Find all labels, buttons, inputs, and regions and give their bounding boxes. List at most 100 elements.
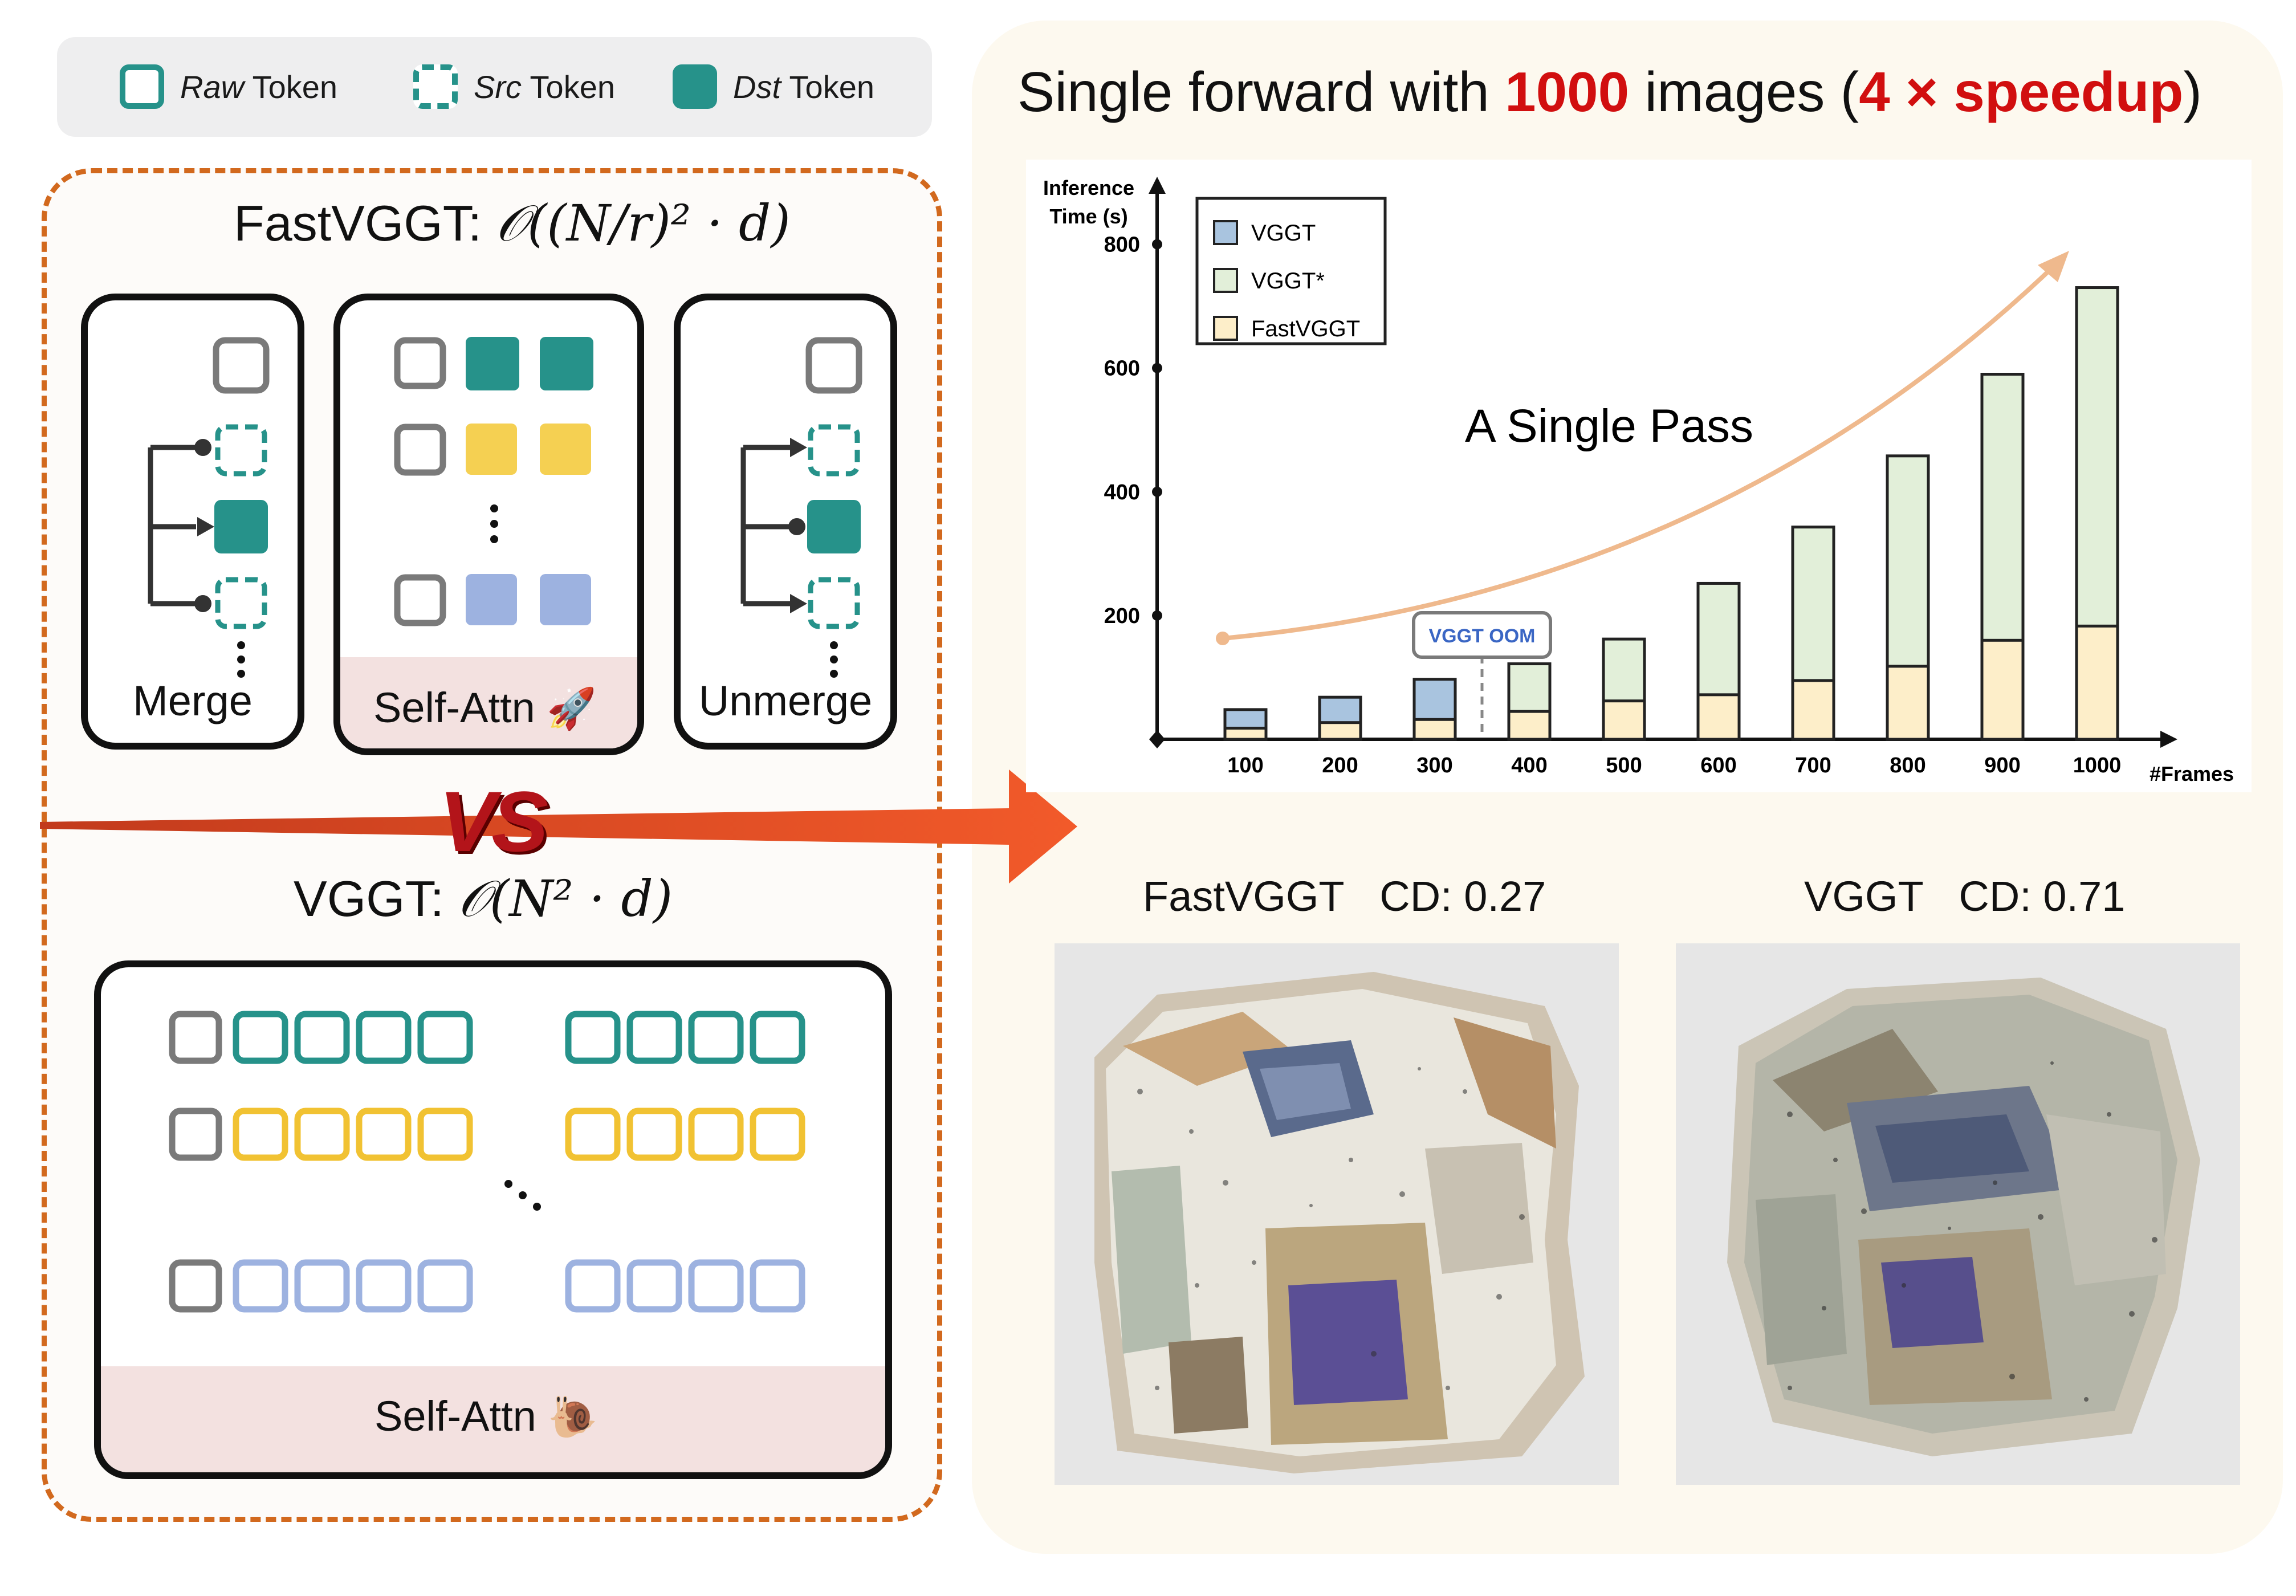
merge-src-token-bottom [215, 577, 267, 629]
unmerge-diagram [740, 337, 862, 678]
vs-label: VS [439, 773, 548, 869]
fast-attn-ellipsis-icon [490, 504, 498, 543]
vggt-title: VGGT: 𝒪(N² · d) [294, 869, 673, 928]
fast-attn-dst-teal-2 [540, 337, 593, 390]
fast-self-attn-box: Self-Attn 🚀 [333, 294, 644, 755]
legend-raw-token: Raw Token [120, 64, 337, 109]
legend-label-1: VGGT* [1251, 268, 1325, 294]
fast-self-attn-band [340, 657, 637, 748]
legend-raw-text: Token [244, 68, 338, 105]
vggt-token-teal-0-2 [356, 1011, 412, 1064]
bar-fastvggt-600 [1696, 693, 1741, 741]
unmerge-dst-token [807, 500, 861, 553]
long-arrow-icon [40, 769, 1077, 883]
vggt-complexity: 𝒪(N² · d) [458, 869, 673, 928]
y-axis-label-line1: Inference [1043, 176, 1134, 199]
single-pass-curve [1222, 266, 2054, 641]
unmerge-arrows [740, 438, 807, 613]
y-tick-label-400: 400 [1104, 481, 1140, 504]
fastvggt-pointcloud-render [1094, 972, 1585, 1473]
vggt-token-yellow-0-1 [294, 1108, 350, 1161]
fast-attn-dst-teal-1 [466, 337, 519, 390]
x-tick-label-500: 500 [1606, 754, 1642, 777]
raw-token-swatch [120, 64, 164, 109]
vggt-raw-token-teal [169, 1011, 222, 1064]
vggt-token-teal-1-0 [565, 1011, 621, 1064]
merge-diagram [148, 337, 270, 678]
oom-label: VGGT OOM [1429, 625, 1536, 647]
curve-start-dot [1216, 632, 1230, 645]
bar-fastvggt-100 [1223, 726, 1268, 741]
curve-arrow-icon [2038, 251, 2069, 282]
fastvggt-title: FastVGGT: 𝒪((N/r)² · d) [234, 194, 791, 253]
headline-speedup: 4 × speedup [1859, 60, 2184, 123]
vggt-token-yellow-0-3 [417, 1108, 473, 1161]
vggt-token-blue-1-3 [750, 1259, 805, 1313]
x-tick-label-800: 800 [1890, 754, 1925, 777]
unmerge-src-token-bottom [808, 577, 860, 629]
vggt-token-blue-1-1 [626, 1259, 682, 1313]
vggt-token-blue-0-3 [417, 1259, 473, 1313]
bar-fastvggt-200 [1318, 721, 1362, 741]
legend-dst-text: Token [781, 68, 874, 105]
vggt-token-yellow-1-2 [688, 1108, 744, 1161]
headline: Single forward with 1000 images (4 × spe… [1017, 60, 2202, 123]
merge-arrows [148, 439, 214, 612]
y-tick-400 [1152, 486, 1162, 497]
y-tick-label-600: 600 [1104, 357, 1140, 381]
legend-swatch-0 [1213, 220, 1238, 245]
legend-swatch-1 [1213, 268, 1238, 293]
fast-attn-dst-yellow-2 [540, 424, 591, 475]
vggt-token-yellow-0-2 [356, 1108, 412, 1161]
vggt-token-blue-0-0 [233, 1259, 288, 1313]
legend-dst-italic: Dst [733, 68, 781, 105]
x-tick-label-400: 400 [1511, 754, 1547, 777]
vggt-pointcloud-image [1676, 943, 2240, 1485]
vggt-self-attn-band [101, 1366, 885, 1472]
src-token-swatch [413, 64, 458, 109]
x-axis-label: #Frames [2150, 762, 2234, 785]
vggt-token-blue-0-2 [356, 1259, 412, 1313]
token-legend: Raw Token Src Token Dst Token [57, 37, 932, 137]
fast-attn-raw-token-2 [394, 424, 446, 476]
y-tick-label-800: 800 [1104, 233, 1140, 257]
merge-dst-token [214, 500, 268, 553]
merge-src-token-top [215, 424, 267, 477]
fastvggt-caption-cd: CD: 0.27 [1379, 873, 1546, 920]
bar-fastvggt-800 [1886, 665, 1930, 741]
legend-src-token: Src Token [413, 64, 615, 109]
fast-attn-dst-yellow-1 [466, 424, 517, 475]
fastvggt-caption-name: FastVGGT [1143, 873, 1345, 920]
bar-fastvggt-500 [1602, 699, 1646, 741]
y-tick-200 [1152, 610, 1162, 621]
legend-label-2: FastVGGT [1251, 316, 1360, 341]
x-axis-arrow-icon [2160, 731, 2177, 748]
vggt-token-grid [169, 1011, 805, 1313]
vggt-caption-cd: CD: 0.71 [1959, 873, 2126, 920]
vggt-token-blue-0-1 [294, 1259, 350, 1313]
fastvggt-caption: FastVGGT CD: 0.27 [1143, 872, 1546, 921]
legend-src-text: Token [522, 68, 615, 105]
fast-attn-raw-token-3 [394, 574, 446, 626]
fastvggt-pointcloud-image [1055, 943, 1619, 1485]
y-axis-arrow-icon [1149, 177, 1166, 194]
bar-fastvggt-700 [1791, 679, 1835, 741]
fast-attn-dst-blue-2 [540, 574, 591, 625]
x-tick-label-1000: 1000 [2073, 754, 2122, 777]
oom-badge [1412, 611, 1552, 659]
merge-raw-token [213, 337, 270, 394]
vggt-token-teal-0-0 [233, 1011, 288, 1064]
vggt-token-teal-1-3 [750, 1011, 805, 1064]
bar-fastvggt-1000 [2075, 624, 2119, 741]
single-pass-label: A Single Pass [1465, 400, 1753, 452]
rocket-icon: 🚀 [547, 686, 597, 731]
y-axis-label-line2: Time (s) [1049, 205, 1127, 228]
x-tick-label-900: 900 [1984, 754, 2020, 777]
origin-marker [1149, 730, 1165, 748]
bar-fastvggt-400 [1507, 710, 1552, 741]
fastvggt-title-name: FastVGGT [234, 195, 468, 251]
y-tick-600 [1152, 363, 1162, 373]
vs-arrow [40, 769, 1077, 883]
vggt-title-name: VGGT [294, 870, 430, 927]
